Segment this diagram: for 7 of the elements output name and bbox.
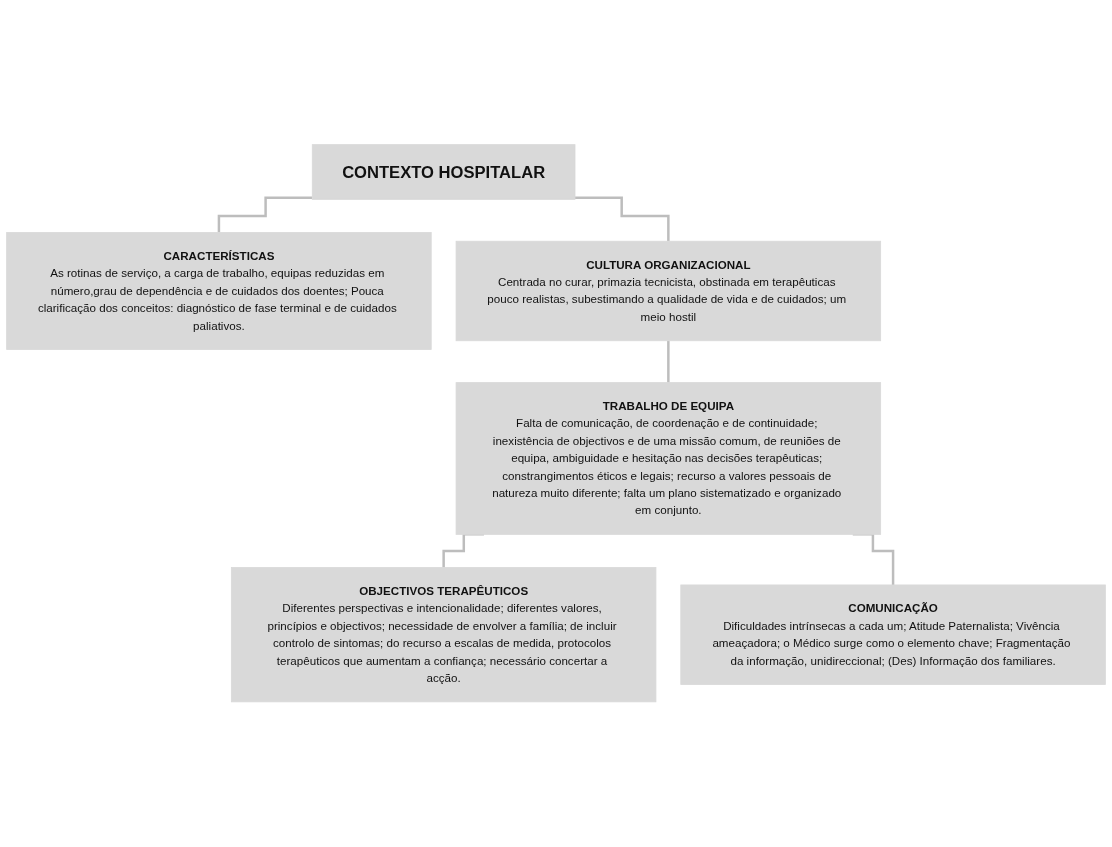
node-box: TRABALHO DE EQUIPA Falta de comunicação, de coordenação e de continuidade; inexistência de objectivos e de uma missão comum, de reuniões de equipa, ambiguidade e hesitação nas decisões terapêuticas; constrangimentos éticos e legais; recurso a valores pessoais de natureza muito diferente; falta um plano sistematizado e organizado em conjunto.	[455, 382, 882, 536]
node-box: OBJECTIVOS TERAPÊUTICOS Diferentes perspectivas e intencionalidade; diferentes valores, princípios e objectivos; necessidade de envolver a família; de incluir controlo de sintomas; do recurso a escalas de medida, protocolos terapêuticos que aumentam a confiança; necessário concertar a acção.	[230, 567, 657, 703]
node-box: CONTEXTO HOSPITALAR	[311, 144, 576, 201]
node-box: CARACTERÍSTICAS As rotinas de serviço, a carga de trabalho, equipas reduzidas em número,grau de dependência e de cuidados dos doentes; Pouca clarificação dos conceitos: diagnóstico de fase terminal e de cuidados paliativos.	[6, 232, 432, 351]
node-box: CULTURA ORGANIZACIONAL Centrada no curar, primazia tecnicista, obstinada em terapêuticas pouco realistas, subestimando a qualidade de vida e de cuidados; um meio hostil	[455, 241, 882, 342]
node-box: COMUNICAÇÃO Dificuldades intrínsecas a cada um; Atitude Paternalista; Vivência ameaçadora; o Médico surge como o elemento chave; Fragmentação da informação, unidireccional; (Des) Informação dos familiares.	[680, 584, 1106, 686]
connector	[575, 196, 670, 243]
